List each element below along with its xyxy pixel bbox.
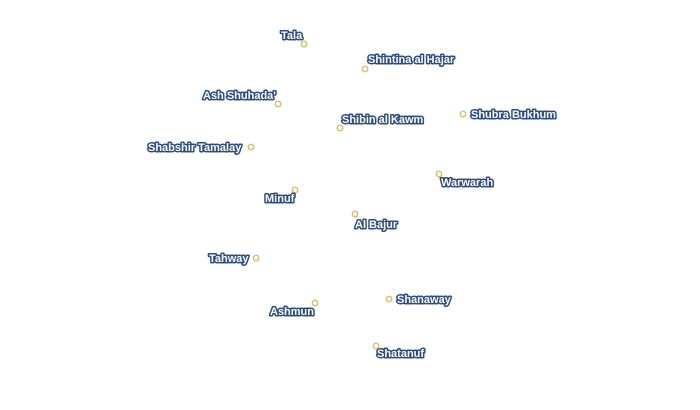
place-label-ash-shuhada: Ash Shuhada'	[203, 90, 276, 102]
place-label-al-bajur: Al Bajur	[355, 219, 398, 231]
place-marker-warwarah[interactable]	[435, 170, 443, 178]
place-marker-tahway[interactable]	[252, 254, 260, 262]
place-marker-shibin-al-kawm[interactable]	[336, 124, 344, 132]
place-marker-al-bajur[interactable]	[351, 210, 359, 218]
place-label-shatanuf: Shatanuf	[377, 348, 424, 360]
place-label-tala: Tala	[281, 30, 303, 42]
place-label-shanaway: Shanaway	[397, 294, 452, 306]
place-marker-shintina-al-hajar[interactable]	[361, 65, 369, 73]
place-label-tahway: Tahway	[209, 253, 249, 265]
place-label-shubra-bukhum: Shubra Bukhum	[471, 109, 556, 121]
place-marker-tala[interactable]	[300, 40, 308, 48]
place-marker-ash-shuhada[interactable]	[274, 100, 282, 108]
place-marker-shatanuf[interactable]	[372, 342, 380, 350]
place-label-shabshir-tamalay: Shabshir Tamalay	[148, 142, 242, 154]
place-marker-shanaway[interactable]	[385, 295, 393, 303]
place-marker-shubra-bukhum[interactable]	[459, 110, 467, 118]
place-marker-minuf[interactable]	[291, 186, 299, 194]
place-label-shibin-al-kawm: Shibin al Kawm	[342, 114, 424, 126]
place-label-warwarah: Warwarah	[441, 177, 493, 189]
place-label-minuf: Minuf	[265, 193, 295, 205]
place-marker-shabshir-tamalay[interactable]	[247, 143, 255, 151]
place-label-ashmun: Ashmun	[270, 306, 314, 318]
place-label-shintina-al-hajar: Shintina al Hajar	[368, 54, 455, 66]
place-marker-ashmun[interactable]	[311, 299, 319, 307]
